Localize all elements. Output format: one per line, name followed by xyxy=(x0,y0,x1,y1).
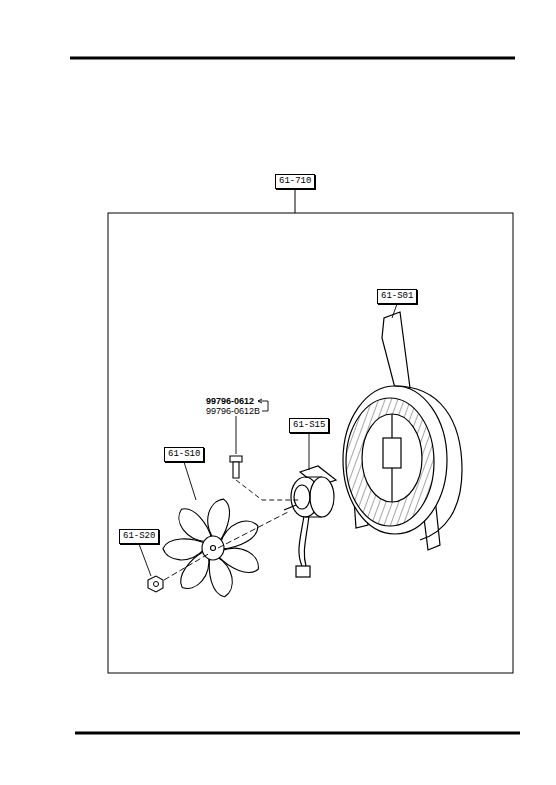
callout-number: 61-710 xyxy=(275,174,315,189)
fan-hub xyxy=(202,536,224,560)
callout-number: 61-S01 xyxy=(377,289,417,304)
part-number: 99796-0612B xyxy=(205,407,261,416)
callout-number: 61-S15 xyxy=(289,418,329,433)
part-number: 99796-0612 xyxy=(205,397,255,406)
fan-hole xyxy=(211,546,216,551)
callout-number: 61-S20 xyxy=(119,529,159,544)
callout-number: 61-S10 xyxy=(164,447,204,462)
